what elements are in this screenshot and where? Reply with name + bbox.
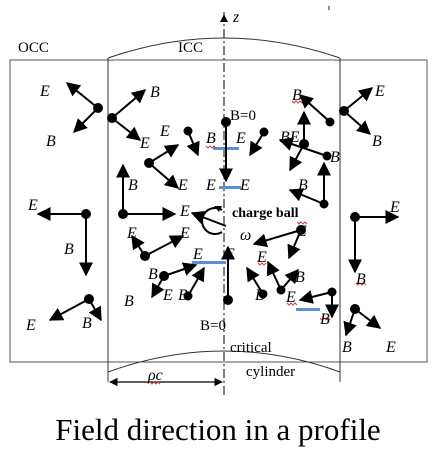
- e-label: E: [179, 225, 190, 242]
- critical-label: critical: [230, 340, 272, 356]
- b-label: B: [178, 287, 188, 304]
- b-label: B: [255, 287, 265, 304]
- spellcheck-squiggles: [149, 100, 367, 385]
- b-label: B: [330, 149, 340, 166]
- e-label: E: [285, 289, 296, 306]
- e-label: E: [179, 203, 190, 220]
- b-label: B: [148, 266, 158, 283]
- e-label: E: [256, 249, 267, 266]
- e-label: E: [192, 246, 203, 263]
- b-label: B: [206, 130, 216, 147]
- rho-c-label: ρc: [147, 367, 163, 384]
- e-label: E: [224, 246, 235, 263]
- cylinder-label: cylinder: [246, 364, 295, 380]
- b-label: B: [298, 177, 308, 194]
- e-label: E: [27, 197, 38, 214]
- b-zero-top-label: B=0: [230, 108, 256, 124]
- e-label: E: [235, 130, 246, 147]
- e-label: E: [296, 223, 307, 240]
- e-label: E: [177, 177, 188, 194]
- b-label: B: [150, 84, 160, 101]
- e-labels: E E E E E E E E E E E E E E E E E E E E …: [25, 83, 400, 356]
- e-label: E: [205, 177, 216, 194]
- omega-label: ω: [240, 227, 251, 244]
- field-diagram: OCC ICC z B=0 B=0 charge ball ω critical…: [9, 6, 428, 398]
- e-label: E: [374, 83, 385, 100]
- z-axis-label: z: [232, 9, 240, 26]
- outer-frame: [9, 59, 428, 363]
- charge-points: [81, 103, 360, 314]
- b-label: B: [46, 133, 56, 150]
- b-label: B: [295, 269, 305, 286]
- b-label: B: [64, 241, 74, 258]
- e-label: E: [389, 199, 400, 216]
- b-label: B: [372, 133, 382, 150]
- figure-caption: Field direction in a profile: [55, 412, 381, 447]
- b-label: B: [292, 87, 302, 104]
- e-label: E: [25, 317, 36, 334]
- occ-label: OCC: [18, 40, 49, 56]
- z-axis-arrowhead: [220, 14, 228, 22]
- e-label: E: [139, 135, 150, 152]
- b-label: B: [124, 293, 134, 310]
- charge-ball-label: charge ball: [232, 206, 299, 221]
- b-label: B: [342, 339, 352, 356]
- e-label: E: [159, 123, 170, 140]
- b-label: B: [82, 315, 92, 332]
- e-label: E: [162, 287, 173, 304]
- e-label: E: [126, 225, 137, 242]
- b-label: B: [128, 177, 138, 194]
- b-label: B: [320, 311, 330, 328]
- e-label: E: [39, 83, 50, 100]
- scan-mark: [328, 6, 330, 10]
- b-zero-bottom-label: B=0: [200, 318, 226, 334]
- b-labels: B B B B B BE B B B B B B B B B B B B B: [46, 84, 382, 356]
- b-label: B: [356, 271, 366, 288]
- be-label: BE: [280, 129, 300, 146]
- icc-label: ICC: [178, 40, 203, 56]
- e-label: E: [239, 177, 250, 194]
- e-label: E: [385, 339, 396, 356]
